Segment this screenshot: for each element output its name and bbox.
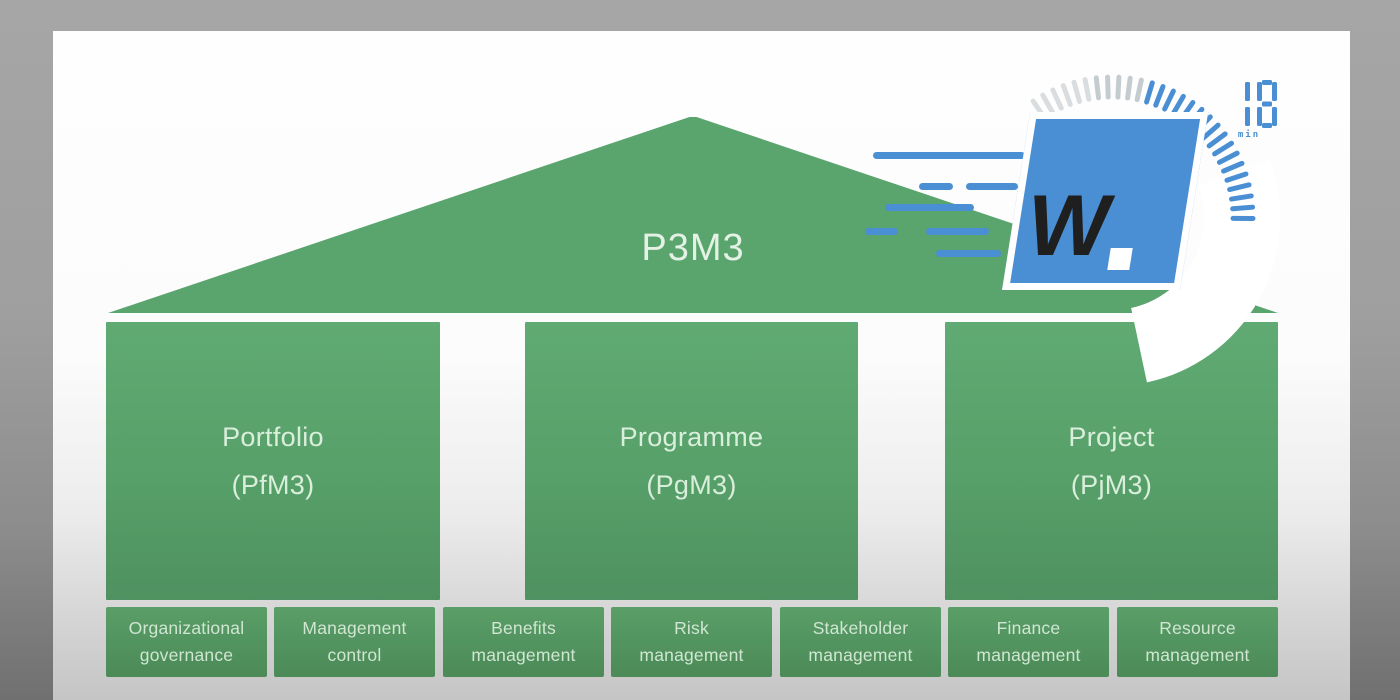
speed-line-icon: [885, 204, 974, 211]
foundation-label-line2: management: [1145, 645, 1250, 665]
speed-line-icon: [865, 228, 898, 235]
speed-line-icon: [873, 152, 1025, 159]
pillar-programme: Programme (PgM3): [525, 322, 858, 600]
foundation-label-line2: control: [327, 645, 382, 665]
pillar-project-name: Project: [1068, 422, 1155, 452]
foundation-management-control: Management control: [274, 607, 435, 677]
foundation-label-line2: management: [639, 645, 744, 665]
speed-line-icon: [966, 183, 1018, 190]
foundation-label-line2: management: [808, 645, 913, 665]
slide-canvas: P3M3 Portfolio (PfM3) Programme (PgM3) P…: [53, 31, 1350, 700]
pillar-programme-abbrev: (PgM3): [646, 470, 737, 500]
foundation-resource-management: Resource management: [1117, 607, 1278, 677]
foundation-label-line1: Resource: [1159, 618, 1236, 638]
logo-wordmark: W: [1028, 178, 1109, 274]
foundation-risk-management: Risk management: [611, 607, 772, 677]
pillar-project: Project (PjM3): [945, 322, 1278, 600]
foundation-finance-management: Finance management: [948, 607, 1109, 677]
roof-title: P3M3: [641, 227, 745, 269]
pillar-portfolio: Portfolio (PfM3): [106, 322, 440, 600]
foundation-label-line1: Stakeholder: [812, 618, 909, 638]
foundation-stakeholder-management: Stakeholder management: [780, 607, 941, 677]
foundation-label-line1: Organizational: [128, 618, 245, 638]
timer-unit-label: min: [1237, 130, 1261, 140]
pillar-project-abbrev: (PjM3): [1070, 470, 1153, 500]
timer-display: [1245, 80, 1277, 128]
foundation-organizational-governance: Organizational governance: [106, 607, 267, 677]
foundation-benefits-management: Benefits management: [443, 607, 604, 677]
foundation-label-line1: Management: [302, 618, 407, 638]
foundation-label-line1: Risk: [674, 618, 709, 638]
pillar-portfolio-abbrev: (PfM3): [231, 470, 315, 500]
speed-line-icon: [919, 183, 953, 190]
foundation-label-line2: governance: [139, 645, 234, 665]
speed-line-icon: [936, 250, 1001, 257]
foundation-label-line1: Finance: [996, 618, 1061, 638]
pillar-portfolio-name: Portfolio: [222, 422, 324, 452]
foundation-label-line2: management: [976, 645, 1081, 665]
pillar-programme-name: Programme: [619, 422, 764, 452]
foundation-label-line2: management: [471, 645, 576, 665]
foundation-label-line1: Benefits: [491, 618, 556, 638]
speed-line-icon: [926, 228, 989, 235]
